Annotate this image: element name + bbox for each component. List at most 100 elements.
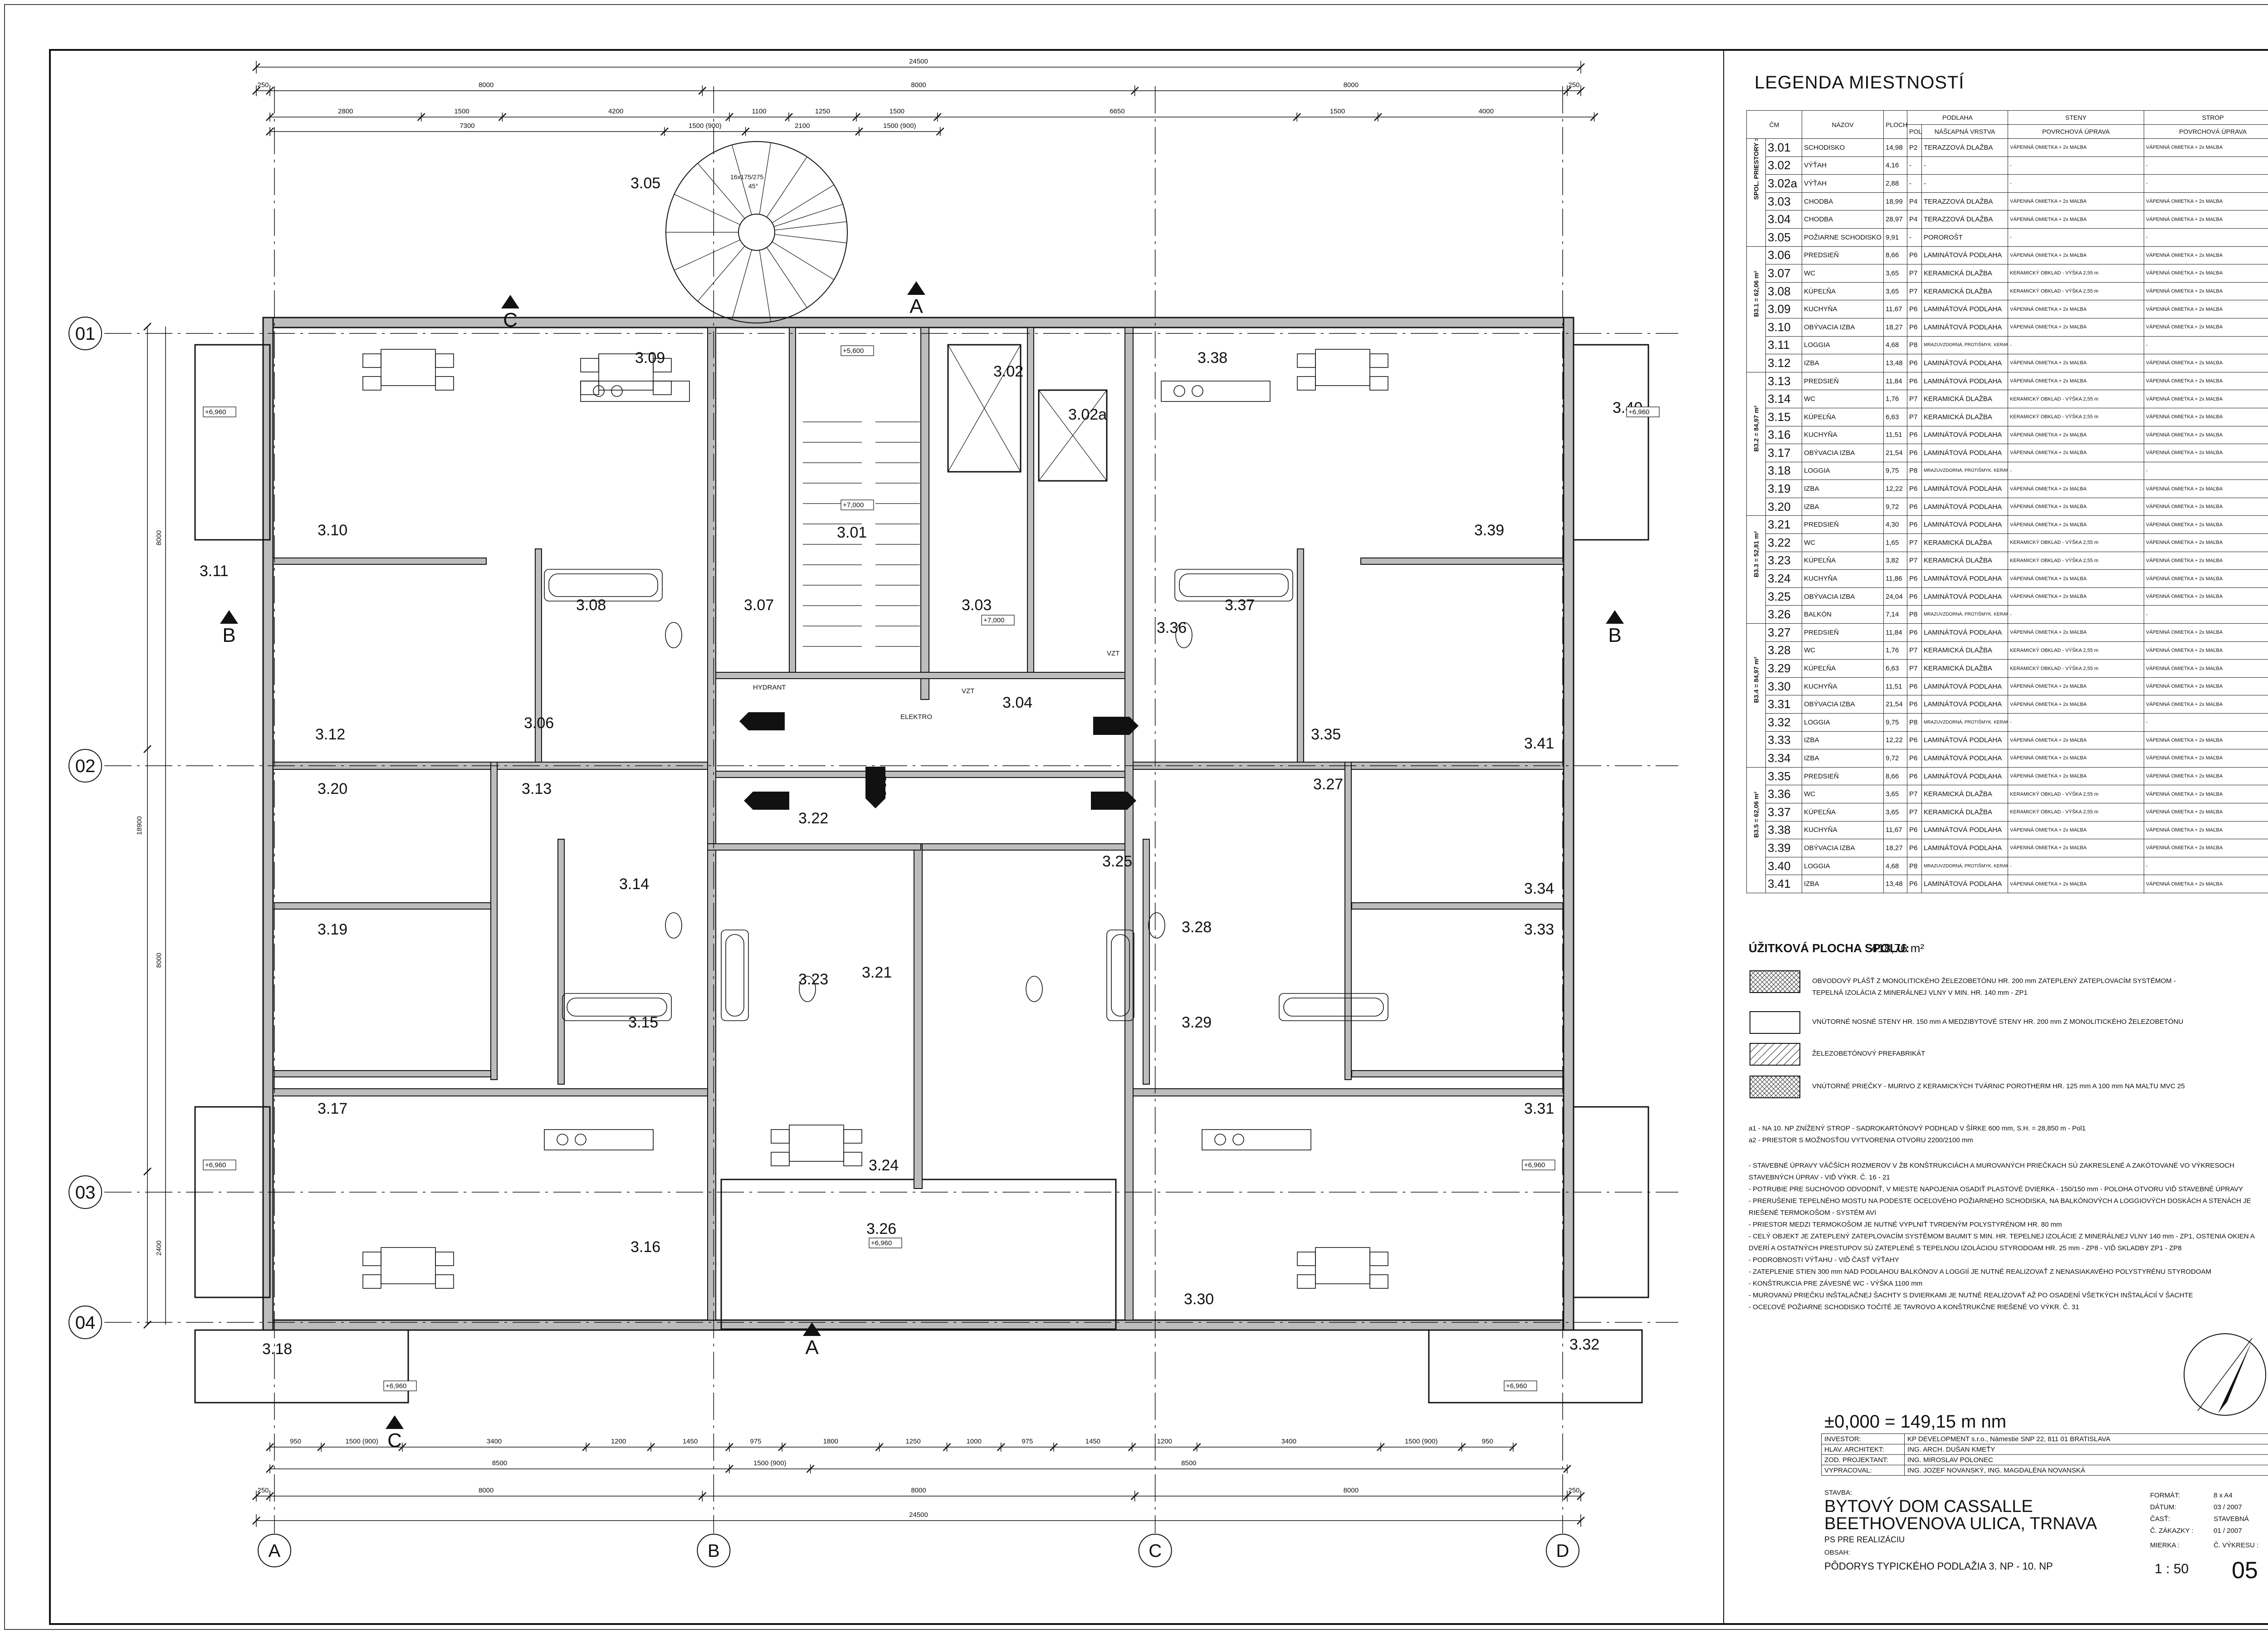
cell-pol: P6 bbox=[1907, 839, 1922, 857]
mierka-label: MIERKA : bbox=[2150, 1541, 2180, 1549]
grid-row-bubble bbox=[68, 317, 102, 350]
grid-row-bubble bbox=[68, 1306, 102, 1339]
cell-num: 3.36 bbox=[1765, 785, 1802, 803]
unit-group-label: B3.2 = 84,97 m² bbox=[1746, 372, 1766, 516]
dim-segment: 950 bbox=[1482, 1438, 1493, 1445]
cell-ceiling: VÁPENNÁ OMIETKA + 2x MAĽBA bbox=[2144, 533, 2268, 552]
cell-num: 3.14 bbox=[1765, 390, 1802, 408]
cell-walls: KERAMICKÝ OBKLAD - VÝŠKA 2,55 m bbox=[2008, 407, 2145, 426]
cell-name: IZBA bbox=[1802, 749, 1884, 768]
cell-ceiling: VÁPENNÁ OMIETKA + 2x MAĽBA bbox=[2144, 479, 2268, 498]
dim-segment: 975 bbox=[750, 1438, 761, 1445]
cell-name: KÚPEĽŇA bbox=[1802, 282, 1884, 301]
cell-ceiling: VÁPENNÁ OMIETKA + 2x MAĽBA bbox=[2144, 515, 2268, 534]
cell-floor: LAMINÁTOVÁ PODLAHA bbox=[1921, 749, 2009, 768]
format-value: 8 x A4 bbox=[2214, 1492, 2233, 1499]
swatch-partition bbox=[1750, 1076, 1800, 1098]
cell-area: 11,86 bbox=[1883, 569, 1907, 588]
room-label: 3.37 bbox=[1225, 597, 1255, 614]
cell-ceiling: VÁPENNÁ OMIETKA + 2x MAĽBA bbox=[2144, 444, 2268, 462]
note-item: - POTRUBIE PRE SUCHOVOD ODVODNIŤ, V MIES… bbox=[1749, 1185, 2243, 1193]
titleblock-row: VYPRACOVAL:ING. JOZEF NOVANSKÝ, ING. MAG… bbox=[1821, 1465, 2268, 1476]
room-label: 3.21 bbox=[862, 964, 892, 981]
cell-num: 3.11 bbox=[1765, 336, 1802, 355]
cell-pol: P4 bbox=[1907, 210, 1922, 229]
level-tag: +6,960 bbox=[383, 1380, 417, 1391]
cell-name: KUCHYŇA bbox=[1802, 426, 1884, 445]
grid-col-label: C bbox=[1149, 1541, 1162, 1561]
svg-text:C: C bbox=[387, 1429, 402, 1452]
cell-ceiling: - bbox=[2144, 228, 2268, 247]
cell-walls: VÁPENNÁ OMIETKA + 2x MAĽBA bbox=[2008, 587, 2145, 606]
unit-group-label: B3.4 = 84,97 m² bbox=[1746, 623, 1766, 768]
cell-floor: LAMINÁTOVÁ PODLAHA bbox=[1921, 246, 2009, 265]
dim-segment: 1500 (900) bbox=[883, 122, 916, 130]
cell-pol: P6 bbox=[1907, 587, 1922, 606]
room-labels: 3.013.023.02a3.033.043.053.063.073.083.0… bbox=[200, 175, 1642, 1358]
elevator-shafts bbox=[947, 344, 1108, 482]
titleblock-key: INVESTOR: bbox=[1821, 1433, 1905, 1444]
col-area: PLOCHA bbox=[1883, 110, 1907, 139]
cell-ceiling: - bbox=[2144, 156, 2268, 175]
cell-floor: - bbox=[1921, 156, 2009, 175]
cell-ceiling: VÁPENNÁ OMIETKA + 2x MAĽBA bbox=[2144, 138, 2268, 157]
col-floor-layer: NÁŠĽAPNÁ VRSTVA bbox=[1921, 124, 2009, 139]
cell-pol: P7 bbox=[1907, 390, 1922, 408]
dim-segment: 3400 bbox=[1281, 1438, 1296, 1445]
cell-walls: VÁPENNÁ OMIETKA + 2x MAĽBA bbox=[2008, 875, 2145, 893]
dim-total: 18900 bbox=[136, 816, 143, 835]
titleblock-value: KP DEVELOPMENT s.r.o., Námestie SNP 22, … bbox=[1904, 1433, 2268, 1444]
cell-ceiling: VÁPENNÁ OMIETKA + 2x MAĽBA bbox=[2144, 839, 2268, 857]
grid-col-bubble bbox=[697, 1534, 731, 1567]
cell-name: WC bbox=[1802, 264, 1884, 283]
cell-walls: VÁPENNÁ OMIETKA + 2x MAĽBA bbox=[2008, 731, 2145, 750]
level-tag: +7,000 bbox=[981, 615, 1015, 626]
cell-num: 3.08 bbox=[1765, 282, 1802, 301]
outer-border bbox=[4, 4, 2268, 1630]
legend-title: LEGENDA MIESTNOSTÍ bbox=[1755, 73, 1965, 93]
cell-ceiling: VÁPENNÁ OMIETKA + 2x MAĽBA bbox=[2144, 677, 2268, 696]
cell-name: VÝŤAH bbox=[1802, 156, 1884, 175]
cell-num: 3.16 bbox=[1765, 426, 1802, 445]
cell-area: 13,48 bbox=[1883, 875, 1907, 893]
cell-pol: P6 bbox=[1907, 677, 1922, 696]
dim-segment: 250 bbox=[1568, 1487, 1579, 1494]
col-walls: STENY bbox=[2008, 110, 2145, 125]
cell-name: KUCHYŇA bbox=[1802, 569, 1884, 588]
grid-row-label: 01 bbox=[75, 324, 96, 344]
titleblock-key: HLAV. ARCHITEKT: bbox=[1821, 1444, 1905, 1455]
cell-pol: P6 bbox=[1907, 731, 1922, 750]
room-label: 3.23 bbox=[798, 971, 828, 988]
cell-floor: LAMINÁTOVÁ PODLAHA bbox=[1921, 444, 2009, 462]
cell-ceiling: VÁPENNÁ OMIETKA + 2x MAĽBA bbox=[2144, 875, 2268, 893]
col-name: NÁZOV bbox=[1802, 110, 1884, 139]
room-label: 3.12 bbox=[315, 726, 345, 743]
cell-num: 3.29 bbox=[1765, 659, 1802, 678]
dim-total: 24500 bbox=[909, 1511, 928, 1519]
dim-segment: 8000 bbox=[479, 1487, 494, 1494]
dim-segment: 1500 bbox=[890, 108, 904, 115]
cell-walls: - bbox=[2008, 461, 2145, 480]
room-label: 3.17 bbox=[318, 1100, 347, 1117]
svg-text:B3.4: B3.4 bbox=[1096, 794, 1121, 807]
cell-area: 3,65 bbox=[1883, 785, 1907, 803]
cell-ceiling: - bbox=[2144, 605, 2268, 624]
cell-name: CHODBA bbox=[1802, 210, 1884, 229]
cell-pol: P7 bbox=[1907, 533, 1922, 552]
cell-ceiling: VÁPENNÁ OMIETKA + 2x MAĽBA bbox=[2144, 497, 2268, 516]
dim-segment: 1200 bbox=[1157, 1438, 1172, 1445]
cell-pol: P7 bbox=[1907, 641, 1922, 660]
room-label: 3.41 bbox=[1524, 735, 1554, 752]
cell-name: POŽIARNE SCHODISKO bbox=[1802, 228, 1884, 247]
cell-walls: VÁPENNÁ OMIETKA + 2x MAĽBA bbox=[2008, 569, 2145, 588]
cell-walls: VÁPENNÁ OMIETKA + 2x MAĽBA bbox=[2008, 479, 2145, 498]
